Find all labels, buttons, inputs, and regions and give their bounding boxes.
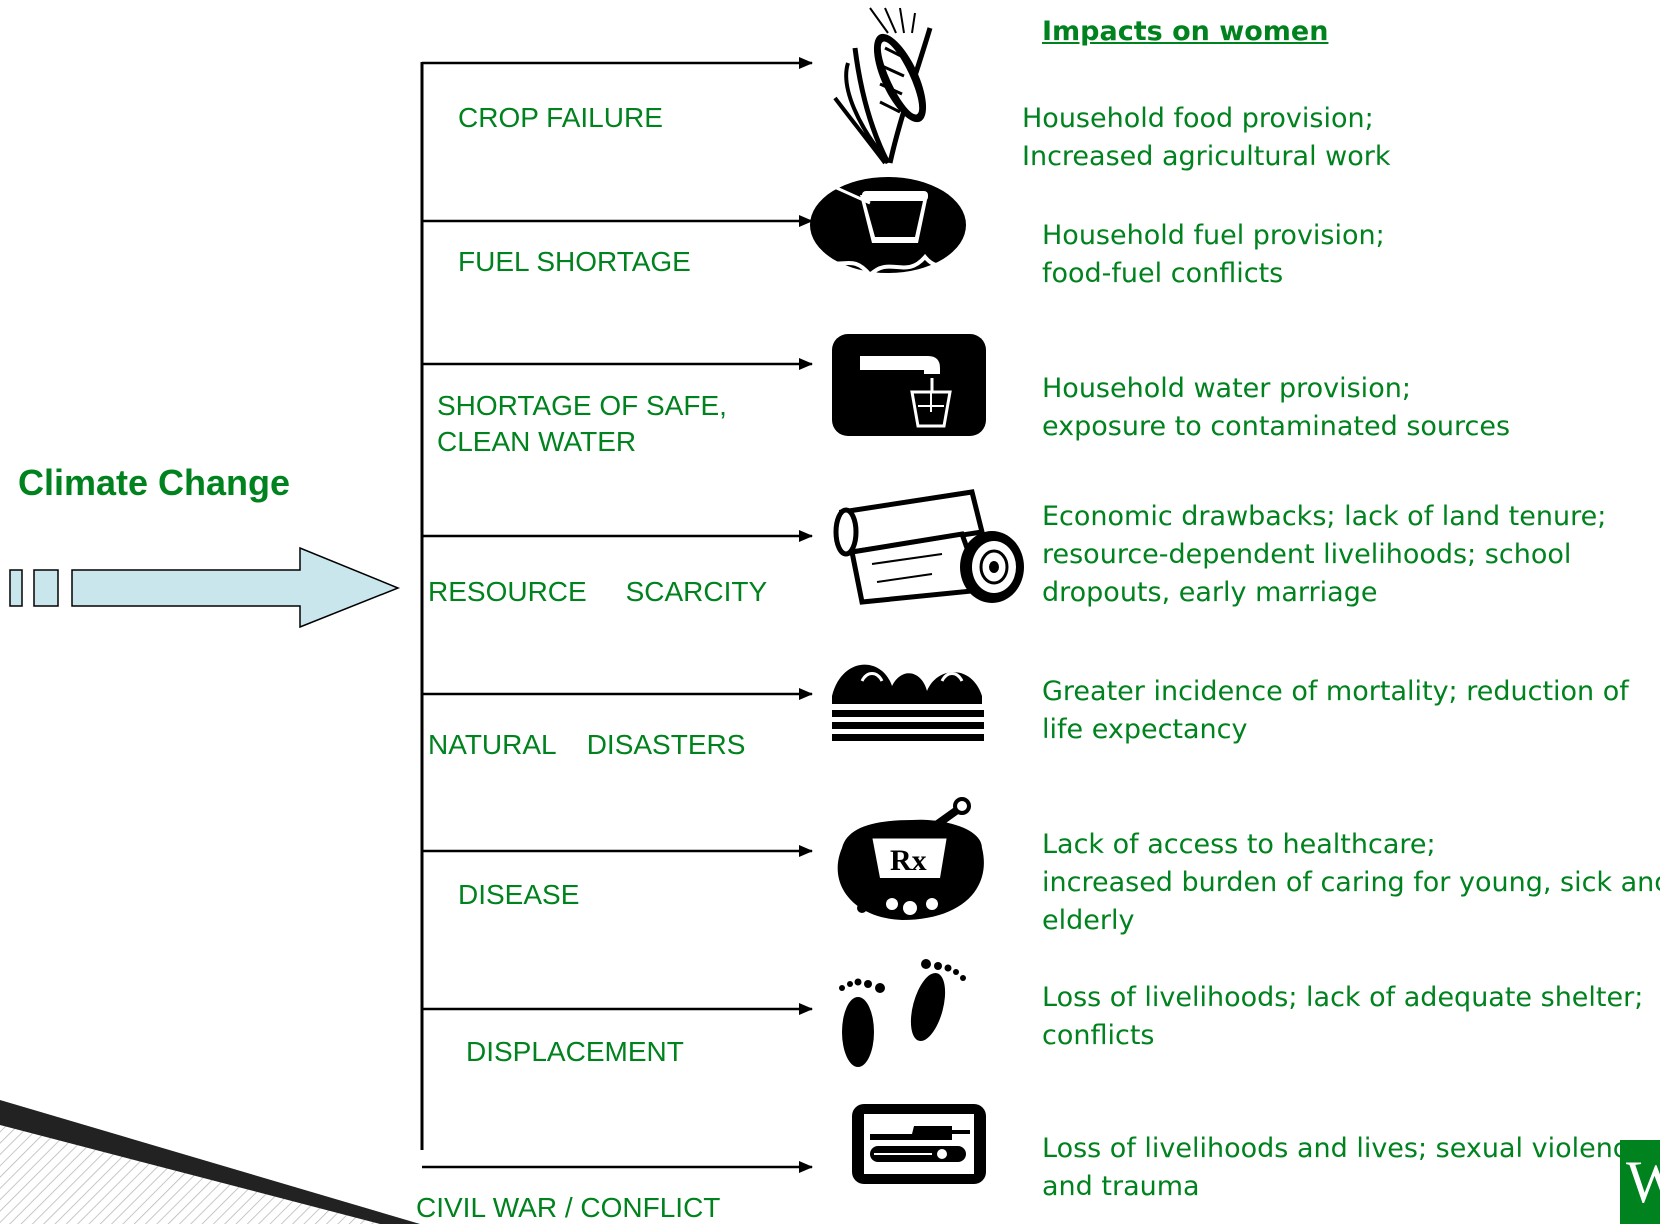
wheat-icon	[833, 7, 933, 165]
water-tap-icon	[832, 334, 986, 436]
cause-label-civil-war: CIVIL WAR / CONFLICT	[416, 1192, 721, 1223]
cause-label-crop-failure: CROP FAILURE	[458, 102, 663, 133]
cause-label-resource-scarcity: RESOURCE SCARCITY	[428, 576, 768, 607]
impact-text-natural-disasters: Greater incidence of mortality; reductio…	[1042, 676, 1629, 745]
svg-text:Rx: Rx	[890, 844, 927, 877]
footprints-icon	[839, 959, 966, 1067]
impact-text-resource-scarcity: Economic drawbacks; lack of land tenure;…	[1042, 501, 1607, 608]
impact-text-disease: Lack of access to healthcare; increased …	[1042, 829, 1660, 936]
impact-text-crop-failure: Household food provision; Increased agri…	[1022, 103, 1391, 172]
cause-label-displacement: DISPLACEMENT	[466, 1036, 684, 1067]
mortar-pestle-rx-icon: Rx	[837, 797, 984, 920]
cause-label-disease: DISEASE	[458, 879, 580, 910]
impacts-header: Impacts on women	[1042, 16, 1329, 47]
cause-label-fuel-shortage: FUEL SHORTAGE	[458, 246, 691, 277]
waves-icon	[832, 664, 984, 741]
cause-label-water-shortage: SHORTAGE OF SAFE, CLEAN WATER	[437, 390, 727, 457]
impact-text-water-shortage: Household water provision; exposure to c…	[1042, 373, 1511, 442]
corner-decoration	[0, 1100, 420, 1224]
logs-icon	[833, 489, 1024, 605]
cause-label-natural-disasters: NATURAL DISASTERS	[428, 729, 746, 760]
cooking-pot-fire-icon	[810, 177, 966, 278]
impact-text-civil-war: Loss of livelihoods and lives; sexual vi…	[1042, 1133, 1645, 1202]
tank-icon	[852, 1104, 986, 1184]
diagram-title: Climate Change	[18, 462, 291, 503]
input-arrow	[9, 546, 401, 629]
branch-arrows	[422, 57, 813, 1173]
impact-text-fuel-shortage: Household fuel provision; food-fuel conf…	[1042, 220, 1385, 289]
impact-text-displacement: Loss of livelihoods; lack of adequate sh…	[1042, 982, 1644, 1051]
logo: W	[1620, 1140, 1660, 1224]
